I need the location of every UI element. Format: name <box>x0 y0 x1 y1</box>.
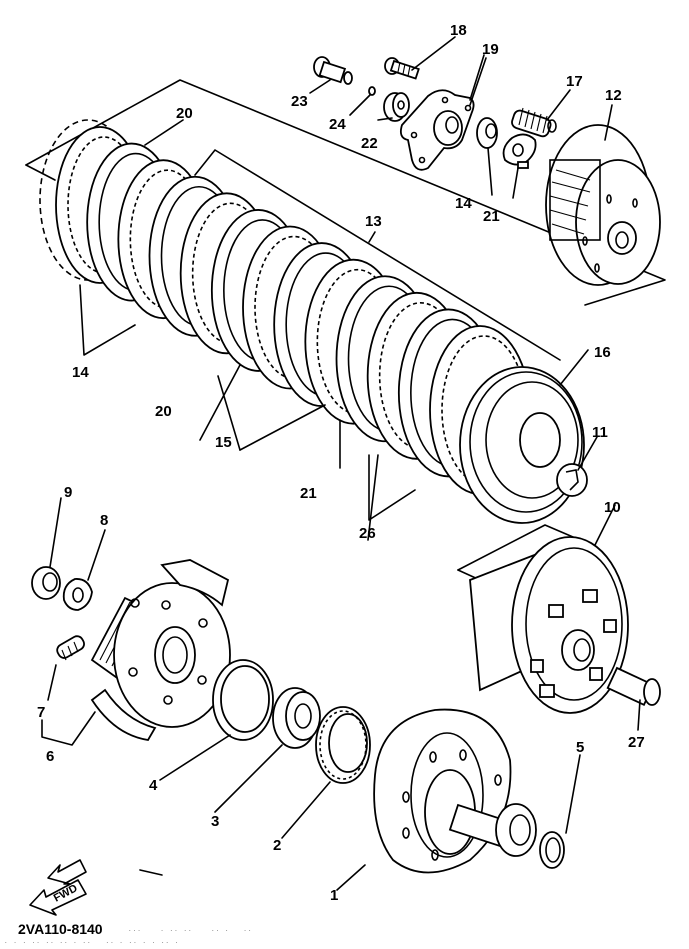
callout-7: 7 <box>37 704 45 721</box>
callout-16: 16 <box>594 344 611 361</box>
callout-20: 20 <box>176 105 193 122</box>
spring-part-7 <box>56 635 85 661</box>
footer-faded-text-2: . . . .. .. .. . .. .. . .. . . .. . <box>4 938 180 945</box>
callout-25: 23 <box>291 93 308 110</box>
callout-21-left: 20 <box>155 403 172 420</box>
callout-23: 14 <box>455 195 472 212</box>
callout-6: 6 <box>46 748 54 765</box>
callout-13: 13 <box>365 213 382 230</box>
fwd-arrow-icon: FWD <box>29 859 87 916</box>
ball-part <box>368 86 376 96</box>
lock-washer-part-22 <box>502 133 537 169</box>
assembly-outline-top <box>25 79 666 306</box>
callout-14-right: 26 <box>359 525 376 542</box>
callout-22: 21 <box>483 208 500 225</box>
bracket-14-right <box>368 454 416 521</box>
callout-5: 5 <box>576 739 584 756</box>
callout-2: 2 <box>273 837 281 854</box>
clutch-boss-part <box>545 124 661 286</box>
washer-part-5 <box>539 831 565 869</box>
clutch-spring-part <box>511 107 557 138</box>
lock-washer-part-8 <box>62 578 93 611</box>
callout-17: 17 <box>566 73 583 90</box>
callout-3: 3 <box>211 813 219 830</box>
callout-15: 15 <box>215 434 232 451</box>
assembly-outline-plates <box>194 149 561 361</box>
callout-18: 18 <box>450 22 467 39</box>
primary-housing-part <box>373 708 537 874</box>
footer-faded-text-1: ... . .. .. .. . .. <box>128 926 253 933</box>
callout-9: 9 <box>64 484 72 501</box>
push-rod-part <box>313 56 353 85</box>
collar-part <box>606 666 661 707</box>
bolt-part <box>384 57 420 80</box>
callout-1: 1 <box>330 887 338 904</box>
callout-14-left: 14 <box>72 364 89 381</box>
fwd-label: FWD <box>52 882 80 904</box>
pressure-plate-part <box>459 366 585 524</box>
callout-24: 22 <box>361 135 378 152</box>
bearing-small-part <box>383 92 410 122</box>
circlip-part <box>556 463 588 497</box>
one-way-clutch-part <box>315 706 371 784</box>
callout-8: 8 <box>100 512 108 529</box>
clutch-housing-part <box>469 536 629 714</box>
leader-lines <box>49 36 641 891</box>
pressure-plate-cover-part <box>399 89 475 171</box>
callout-11: 11 <box>592 424 608 441</box>
callout-4: 4 <box>149 777 158 794</box>
drawing-code: 2VA110-8140 <box>18 921 103 937</box>
centrifugal-clutch-part <box>90 559 231 741</box>
callout-19: 19 <box>482 41 499 58</box>
bracket-6-7 <box>41 664 96 746</box>
callout-21-right: 21 <box>300 485 317 502</box>
bracket-14-left <box>79 284 136 356</box>
nut-part-9 <box>31 566 61 600</box>
nut-part-23 <box>476 117 498 149</box>
bearing-part-3 <box>272 687 321 749</box>
clutch-plate-stack <box>39 119 531 495</box>
callout-27: 27 <box>628 734 645 751</box>
callout-26: 24 <box>329 116 346 133</box>
plate-washer-part <box>212 659 274 741</box>
callout-12: 12 <box>605 87 622 104</box>
callout-10: 10 <box>604 499 621 516</box>
bracket-13 <box>368 231 376 243</box>
